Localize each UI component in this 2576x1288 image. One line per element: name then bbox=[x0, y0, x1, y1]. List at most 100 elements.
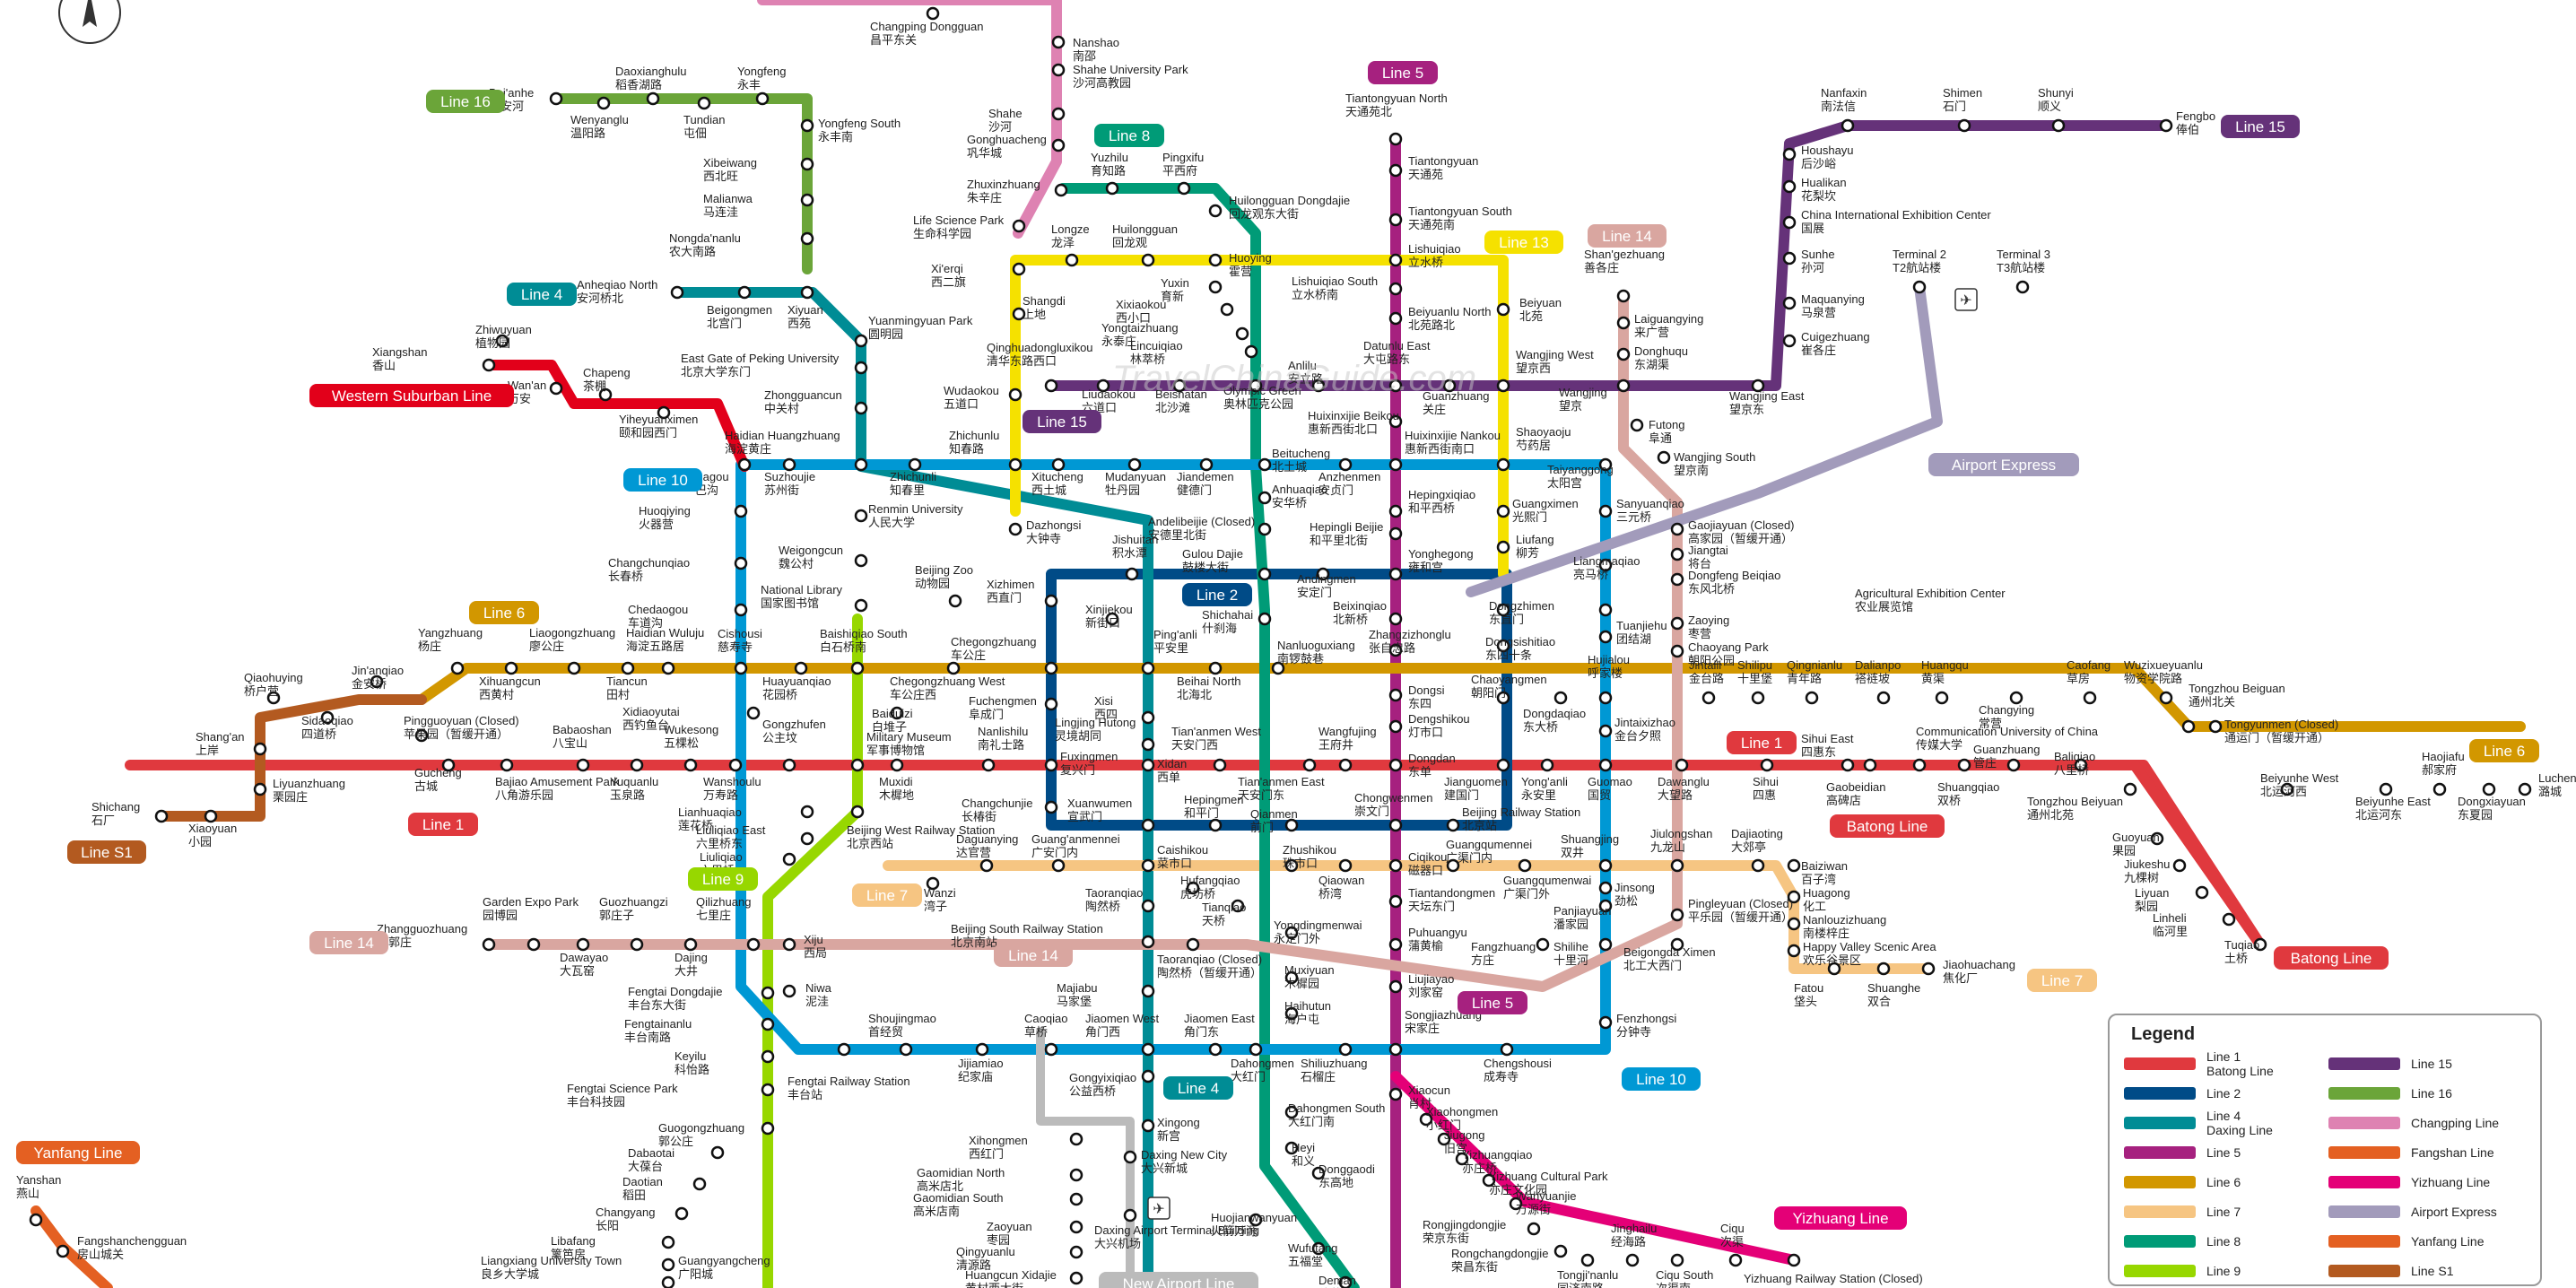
station-dot[interactable] bbox=[1657, 450, 1671, 465]
station-dot[interactable] bbox=[661, 1258, 675, 1272]
station-dot[interactable] bbox=[1536, 937, 1550, 952]
line-tag[interactable]: Line 8 bbox=[1094, 124, 1164, 147]
station-dot[interactable] bbox=[794, 661, 808, 675]
station-dot[interactable] bbox=[2006, 758, 2021, 772]
station-dot[interactable] bbox=[1598, 691, 1613, 705]
station-dot[interactable] bbox=[1388, 414, 1403, 429]
station-dot[interactable] bbox=[1553, 1244, 1568, 1258]
station-dot[interactable] bbox=[1044, 379, 1058, 393]
station-dot[interactable] bbox=[1141, 758, 1155, 772]
station-dot[interactable] bbox=[1598, 1015, 1613, 1030]
station-dot[interactable] bbox=[1338, 858, 1353, 873]
station-dot[interactable] bbox=[979, 858, 994, 873]
station-dot[interactable] bbox=[1598, 630, 1613, 644]
station-dot[interactable] bbox=[1388, 858, 1403, 873]
line-tag[interactable]: Batong Line bbox=[1830, 814, 1945, 838]
station-dot[interactable] bbox=[1172, 379, 1187, 393]
station-dot[interactable] bbox=[1787, 858, 1801, 873]
line-tag[interactable]: Line 16 bbox=[426, 90, 505, 113]
station-dot[interactable] bbox=[1509, 1197, 1523, 1211]
line-tag[interactable]: Airport Express bbox=[1928, 453, 2079, 476]
station-dot[interactable] bbox=[29, 1213, 43, 1227]
station-dot[interactable] bbox=[761, 1083, 775, 1097]
station-dot[interactable] bbox=[1388, 457, 1403, 472]
station-dot[interactable] bbox=[1284, 1006, 1299, 1021]
station-dot[interactable] bbox=[746, 706, 761, 720]
station-dot[interactable] bbox=[1728, 1253, 1743, 1267]
station-dot[interactable] bbox=[1258, 567, 1272, 581]
station-dot[interactable] bbox=[661, 1235, 675, 1249]
station-dot[interactable] bbox=[1388, 979, 1403, 994]
station-dot[interactable] bbox=[854, 509, 868, 523]
station-dot[interactable] bbox=[761, 1121, 775, 1136]
station-dot[interactable] bbox=[630, 937, 644, 952]
station-dot[interactable] bbox=[1787, 890, 1801, 904]
station-dot[interactable] bbox=[1455, 1152, 1469, 1166]
station-dot[interactable] bbox=[1044, 594, 1058, 608]
station-dot[interactable] bbox=[253, 782, 267, 796]
line-tag[interactable]: Line 14 bbox=[994, 944, 1073, 967]
station-dot[interactable] bbox=[1388, 758, 1403, 772]
station-dot[interactable] bbox=[850, 758, 865, 772]
station-dot[interactable] bbox=[630, 758, 644, 772]
station-dot[interactable] bbox=[908, 457, 922, 472]
station-dot[interactable] bbox=[1912, 280, 1927, 294]
station-dot[interactable] bbox=[1208, 818, 1223, 832]
station-dot[interactable] bbox=[1670, 522, 1684, 536]
station-dot[interactable] bbox=[1388, 132, 1403, 146]
station-dot[interactable] bbox=[1388, 1042, 1403, 1057]
station-dot[interactable] bbox=[1598, 603, 1613, 617]
station-dot[interactable] bbox=[1284, 858, 1299, 873]
line-tag[interactable]: Line 15 bbox=[2221, 115, 2300, 138]
station-dot[interactable] bbox=[946, 661, 961, 675]
station-dot[interactable] bbox=[1553, 691, 1568, 705]
station-dot[interactable] bbox=[1284, 1105, 1299, 1119]
station-dot[interactable] bbox=[1598, 899, 1613, 913]
station-dot[interactable] bbox=[1496, 379, 1510, 393]
station-dot[interactable] bbox=[266, 691, 281, 705]
line-tag[interactable]: Line S1 bbox=[67, 840, 146, 864]
station-dot[interactable] bbox=[253, 742, 267, 756]
station-dot[interactable] bbox=[1208, 253, 1223, 267]
station-dot[interactable] bbox=[854, 401, 868, 415]
station-dot[interactable] bbox=[2159, 118, 2173, 133]
